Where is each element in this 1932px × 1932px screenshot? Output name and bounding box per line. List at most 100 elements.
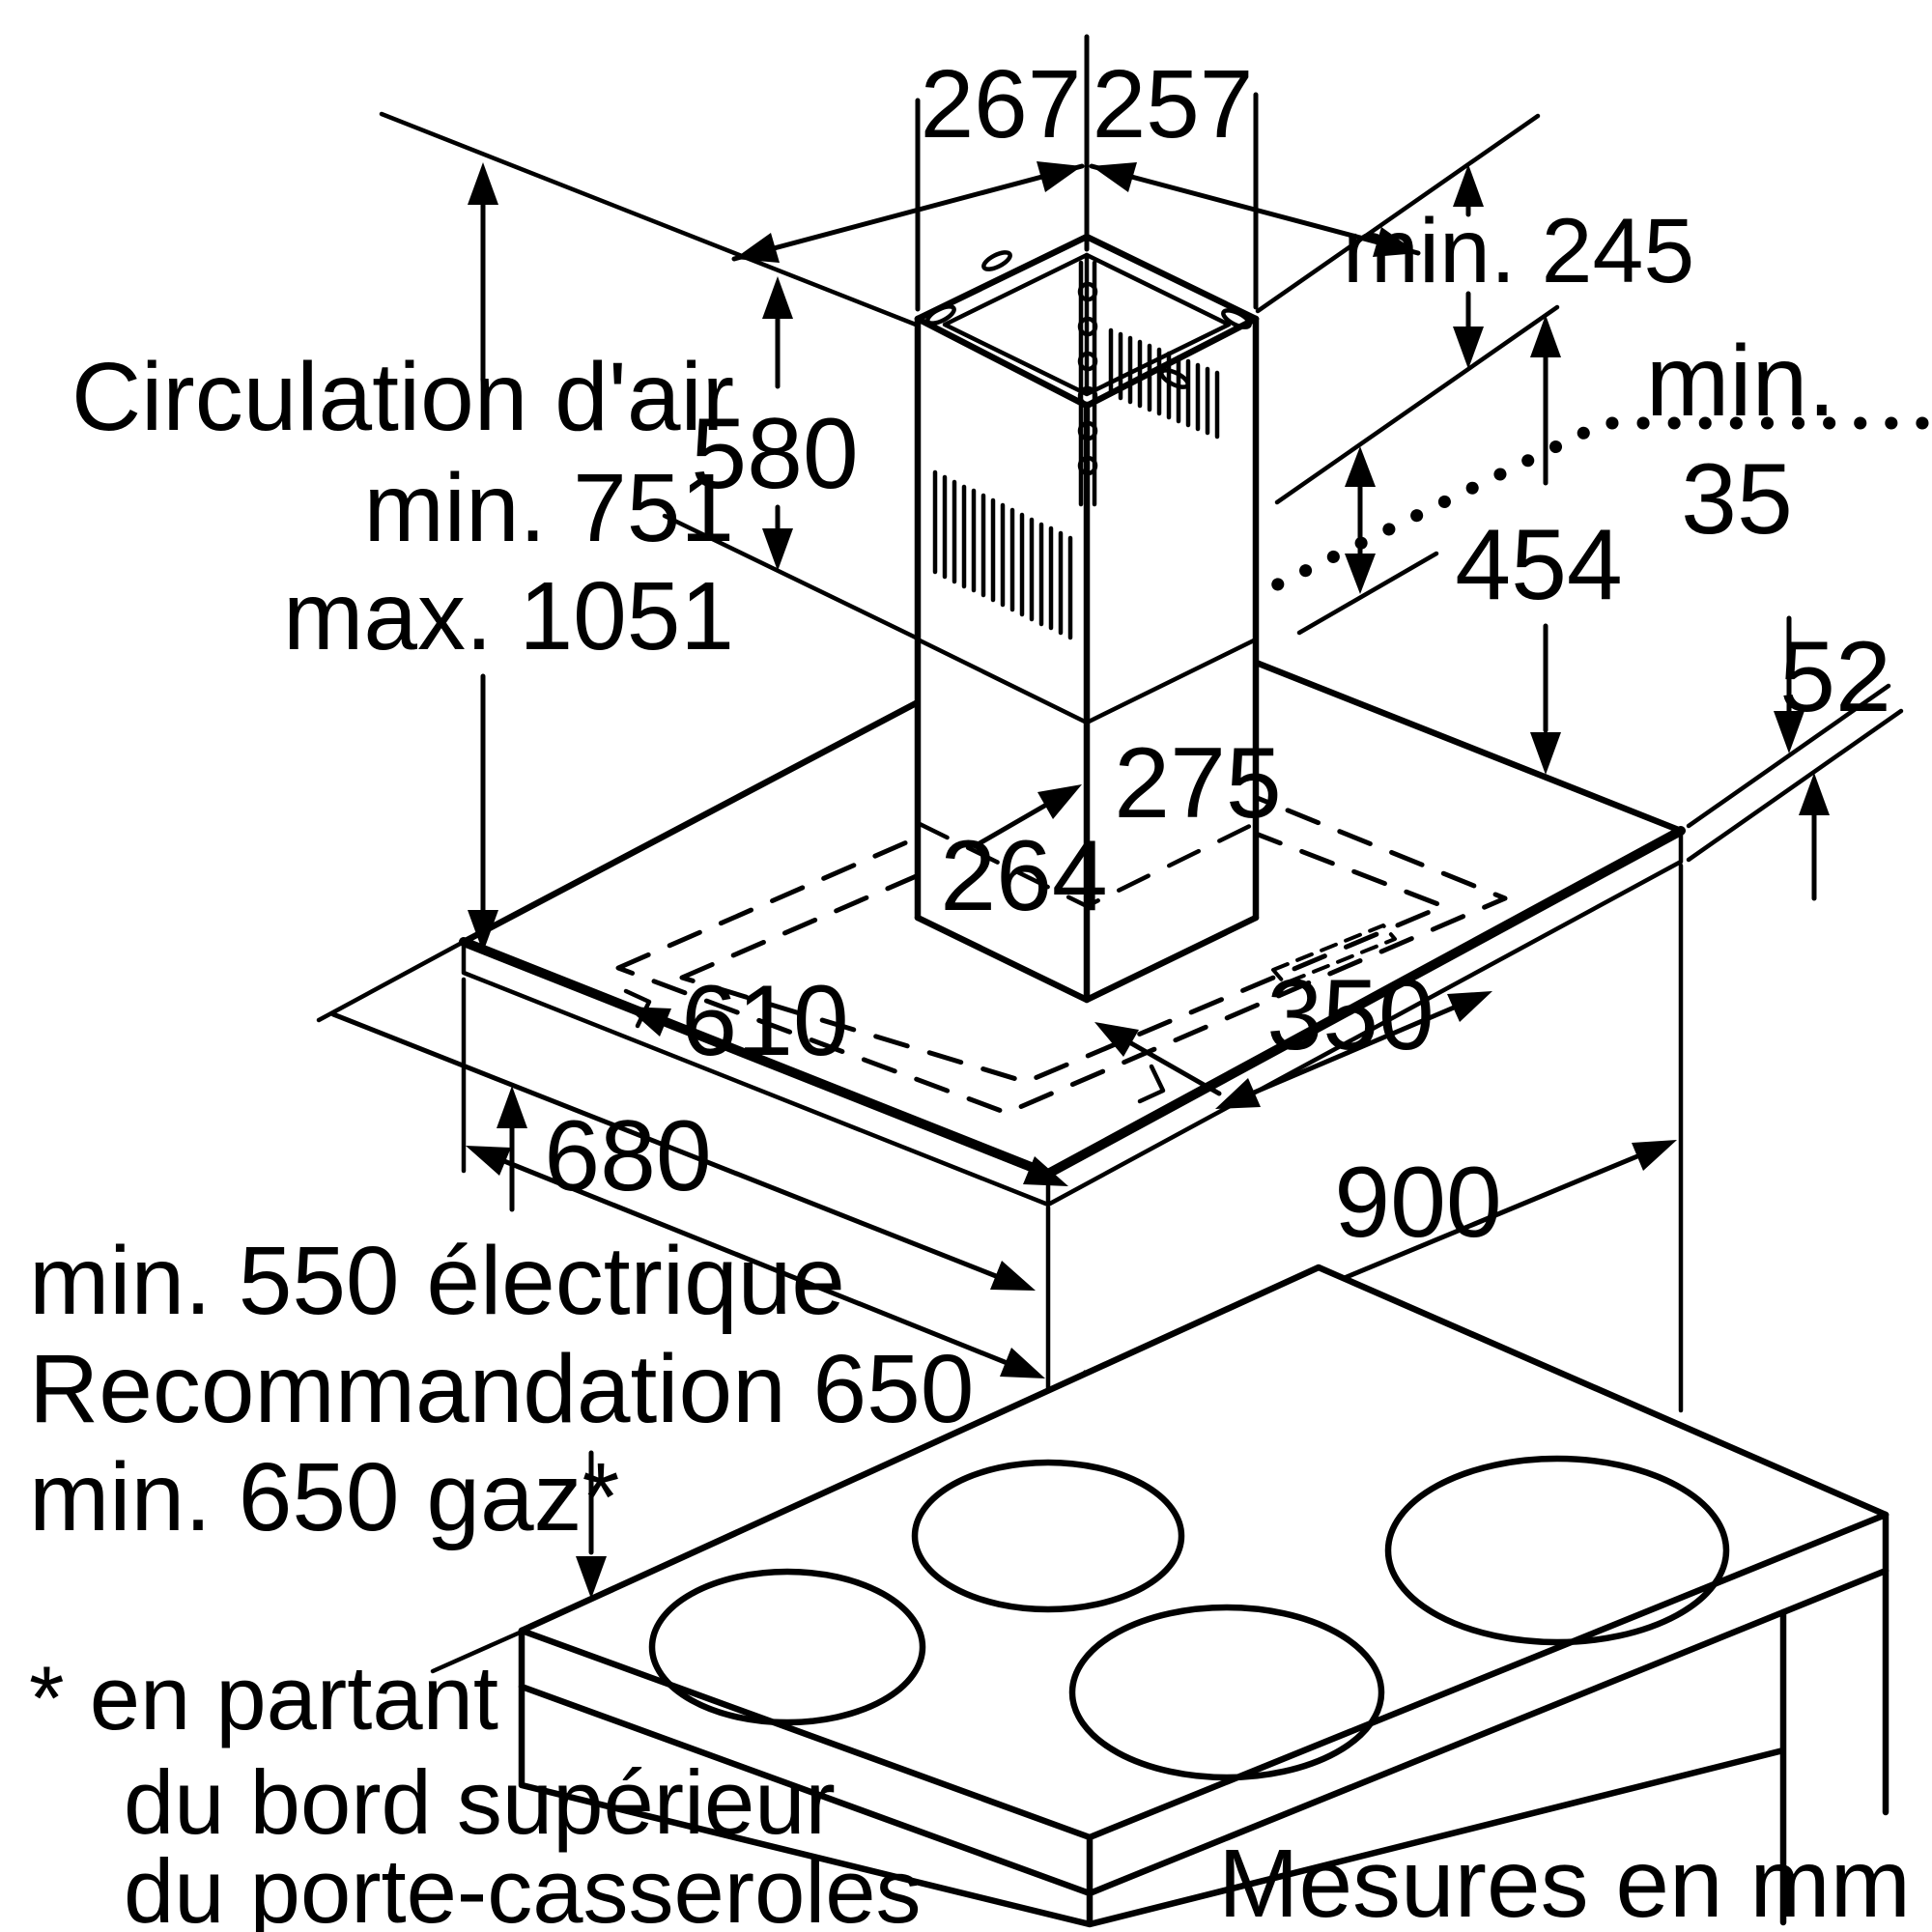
dim-264: 264: [940, 820, 1222, 1096]
dim-52-shafts: [1786, 615, 1817, 901]
chimney-vertical-edges: [914, 315, 1260, 1004]
dim-circulation-arrowhead-up: [468, 162, 498, 205]
dim-610-shaft: [657, 1017, 1037, 1174]
chimney-left-face: [918, 319, 1087, 1000]
dim-52-arrowhead-down: [1774, 711, 1804, 753]
clearance-shafts: [509, 1125, 594, 1555]
clearance-label-line3: min. 650 gaz*: [29, 1443, 619, 1551]
dim-610-arrowhead-right: [1023, 1156, 1068, 1186]
dim-min35: min. 35: [1345, 326, 1835, 594]
vent-grille-slats: [932, 469, 1073, 640]
burner-right: [1384, 1455, 1730, 1646]
bracket-holes: [1077, 281, 1098, 476]
dim-267-label: 267: [921, 50, 1082, 158]
chimney-right-face: [1087, 319, 1256, 1000]
dim-min245-arrowhead-bottom: [1453, 327, 1484, 369]
inner-vent-slats: [1108, 327, 1220, 440]
dim-680-shaft: [497, 1156, 1012, 1367]
dim-610-arrowhead-left: [626, 1007, 671, 1037]
dim-580-label: 580: [691, 398, 859, 510]
footnote-line1: * en partant: [29, 1647, 498, 1748]
cooktop-surface: [522, 1267, 1886, 1837]
dim-610-label: 610: [681, 965, 849, 1077]
circulation-label-line1: Circulation d'air: [71, 343, 734, 451]
dim-52-extension-lines: [1686, 683, 1904, 863]
top-extension-lines: [915, 34, 1259, 312]
hood-rim-edges: [461, 828, 1684, 1208]
dim-min35-label-min: min.: [1646, 326, 1835, 438]
clearance-label-line1: min. 550 électrique: [29, 1227, 845, 1335]
dim-257-shaft: [1089, 163, 1421, 256]
dim-900-arrowhead-right: [1632, 1140, 1677, 1171]
hood-rim-left: [464, 942, 1048, 1205]
dim-min245: min. 245: [1343, 164, 1694, 369]
chimney-duct: [914, 233, 1260, 1004]
dim-900-label: 900: [1334, 1147, 1502, 1259]
chimney-section-seam: [915, 637, 1259, 725]
dim-267-arrowhead-left: [734, 233, 780, 263]
dim-275: 275: [977, 727, 1282, 846]
dim-257-arrowhead-left: [1092, 162, 1137, 192]
hood-edge-extension: [316, 940, 465, 1023]
dim-267-arrowhead-right: [1037, 161, 1082, 192]
dim-275-label: 275: [1114, 727, 1282, 839]
dim-350-shaft: [1251, 1005, 1457, 1095]
island-base-edges: [518, 1567, 1889, 1928]
clearance-label-line2: Recommandation 650: [29, 1335, 974, 1443]
dim-275-arrowhead: [1037, 784, 1082, 819]
dim-580: 580: [662, 276, 919, 640]
dim-circulation: Circulation d'air min. 751 max. 1051: [71, 162, 734, 952]
dim-267-shaft: [731, 163, 1085, 262]
dim-267-257: 267 257: [731, 34, 1421, 312]
units-note: Mesures en mm: [1218, 1830, 1911, 1932]
dim-454-arrowhead-top: [1530, 315, 1561, 357]
dim-680-label: 680: [544, 1100, 712, 1212]
dim-454: 454: [1455, 315, 1623, 775]
dim-52-arrowhead-up: [1799, 773, 1830, 815]
footnote-line2: du bord supérieur: [124, 1751, 836, 1853]
dim-52-label: 52: [1779, 621, 1891, 733]
dim-454-arrowhead-bottom: [1530, 732, 1561, 775]
cooktop-edge-extension: [430, 1630, 523, 1674]
rim-screw-slots: [925, 250, 1252, 389]
clearance-leader-arrowhead: [990, 1261, 1036, 1291]
dim-900: 900: [1051, 863, 1684, 1413]
dim-264-arrowhead: [1094, 1022, 1139, 1057]
dim-min245-label: min. 245: [1343, 200, 1694, 302]
circulation-label-line2: min. 751: [363, 454, 734, 562]
cooktop-back-edges: [518, 1264, 1889, 1634]
dim-circulation-arrowhead-down: [468, 910, 498, 952]
template-slot-detail: [1271, 923, 1397, 985]
dim-580-arrowhead-down: [762, 528, 793, 571]
ceiling-line-left: [379, 111, 919, 327]
hood-rim-right: [1048, 831, 1681, 1205]
dim-257-arrowhead-right: [1373, 227, 1418, 257]
footnote: * en partant du bord supérieur du porte-…: [29, 1647, 922, 1932]
dim-min245-arrowhead-top: [1453, 164, 1484, 207]
dim-min35-label-35: 35: [1681, 443, 1793, 555]
dim-580-extension: [662, 513, 919, 640]
dim-350-label: 350: [1266, 959, 1435, 1071]
dim-264-shaft: [1128, 1040, 1222, 1096]
burner-front: [1068, 1604, 1385, 1781]
ceiling-line-right: [1255, 113, 1541, 314]
lower-section-level-line: [1296, 551, 1439, 636]
clearance-leader: [330, 1011, 999, 1279]
burner-back-left: [911, 1459, 1185, 1613]
dim-257-label: 257: [1093, 50, 1254, 158]
dim-275-shaft: [977, 801, 1051, 846]
dim-680: 680: [461, 977, 1045, 1378]
dim-610: 610: [626, 965, 1068, 1186]
dim-350-arrowhead-left: [1215, 1078, 1261, 1109]
dim-264-label: 264: [940, 820, 1108, 932]
dim-580-arrowhead-up: [762, 276, 793, 319]
dim-52: 52: [1686, 615, 1904, 901]
chimney-top-inner-rim: [942, 252, 1232, 397]
hood-back-left-edge: [460, 697, 923, 946]
template-corner-mark-bottom: [1137, 1064, 1166, 1104]
clearance-arrowhead-up: [497, 1086, 527, 1128]
dim-680-arrowhead-left: [466, 1146, 511, 1176]
dim-350: 350: [1215, 959, 1492, 1109]
clearance-annotation: min. 550 électrique Recommandation 650 m…: [29, 1011, 1036, 1599]
burner-left: [648, 1568, 926, 1726]
